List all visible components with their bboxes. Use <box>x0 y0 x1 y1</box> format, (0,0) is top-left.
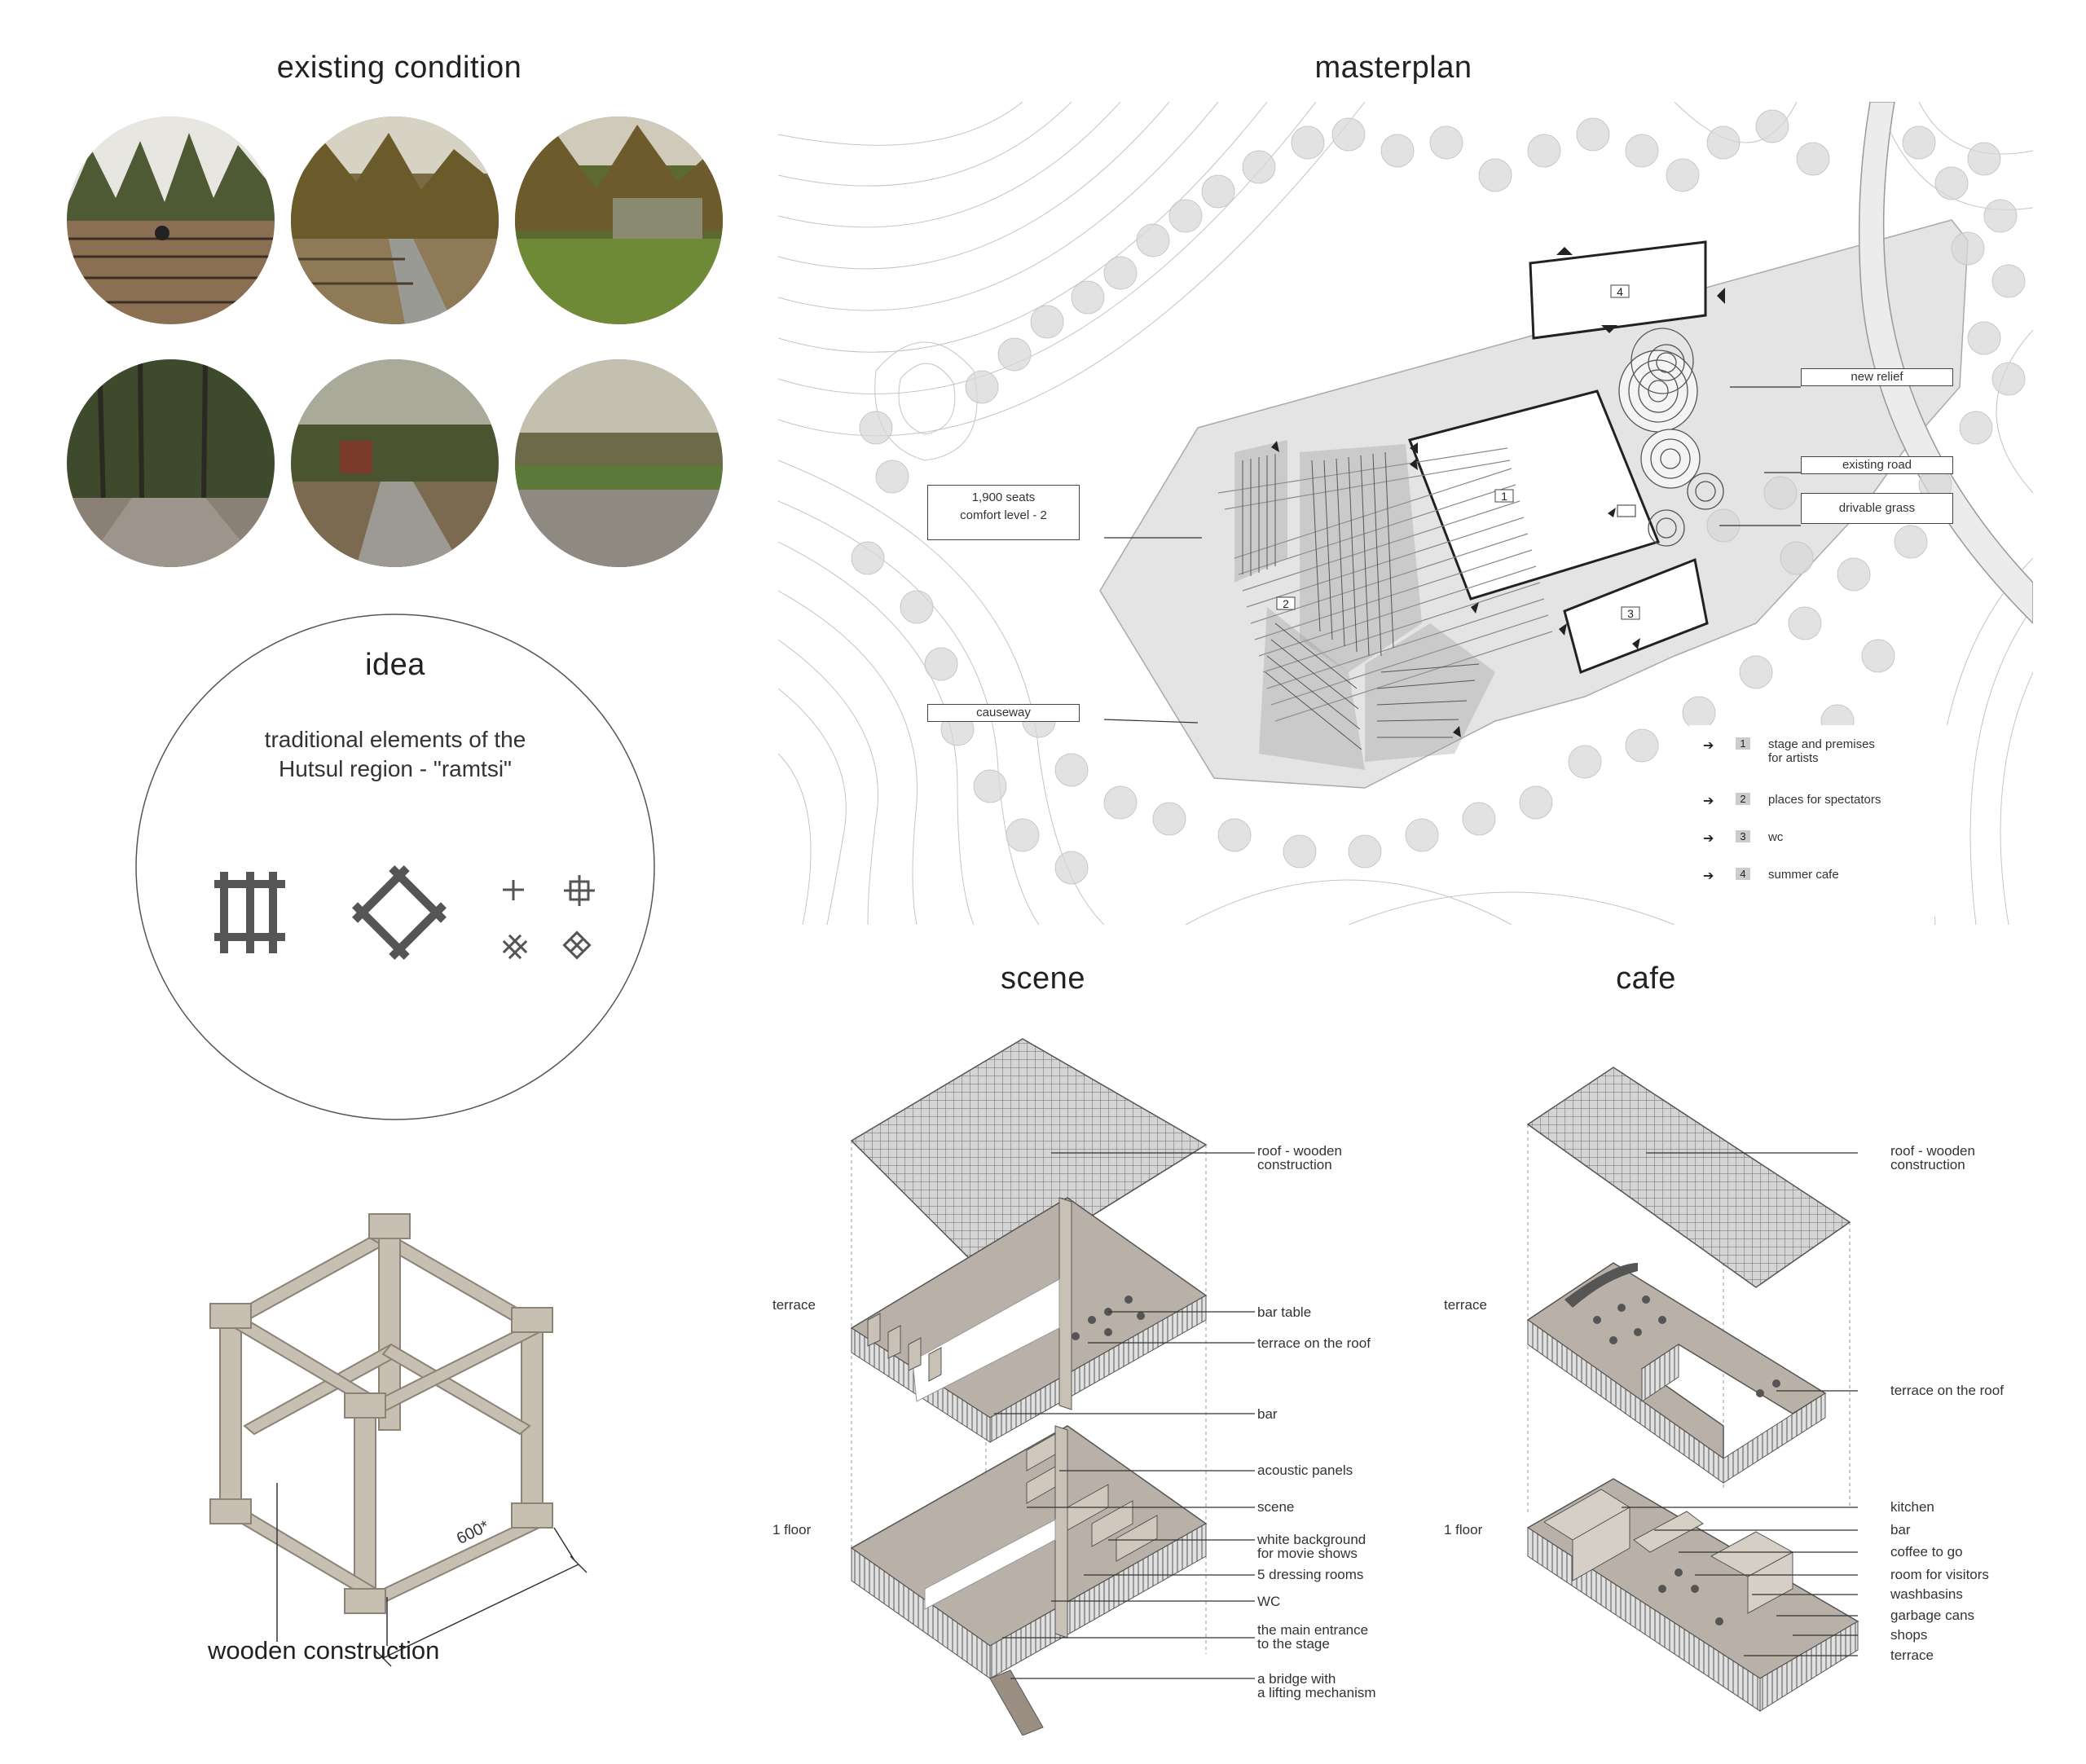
ramtsi-small-icons <box>502 875 595 960</box>
scene-terrace-level: terrace <box>772 1297 816 1313</box>
wooden-construction-label: wooden construction <box>208 1636 440 1665</box>
legend-item-4: ➔ 4 summer cafe <box>1703 868 1964 905</box>
cafe-garbage-callout: garbage cans <box>1890 1608 1975 1623</box>
seats-label: 1,900 seats comfort level - 2 <box>927 485 1080 540</box>
scene-acoustic-callout: acoustic panels <box>1257 1463 1353 1478</box>
wooden-construction-drawing: .wb{fill:#c8bfb3;stroke:#8c8276;stroke-w… <box>209 1213 588 1667</box>
existing-condition-title: existing condition <box>276 51 522 85</box>
seating-rows <box>1234 440 1495 770</box>
existing-road-label: existing road <box>1801 456 1953 474</box>
cafe-washbasins-callout: washbasins <box>1890 1586 1963 1602</box>
zone-1-stage <box>1407 389 1661 600</box>
scene-bar-callout: bar <box>1257 1406 1278 1422</box>
cafe-room-callout: room for visitors <box>1890 1567 1989 1582</box>
idea-circle <box>135 614 655 1120</box>
arrow-right-icon: ➔ <box>1703 794 1714 808</box>
idea-title: idea <box>365 648 425 682</box>
legend-text-2: places for spectators <box>1768 793 1881 807</box>
photo-4 <box>67 359 275 567</box>
zone-1-label: 1 <box>1501 490 1507 503</box>
entrance-arrows <box>1271 247 1725 737</box>
cafe-terrace-callout: terrace <box>1890 1647 1934 1663</box>
scene-roof-callout: roof - wooden construction <box>1257 1143 1342 1172</box>
scene-wc-callout: WC <box>1257 1594 1281 1609</box>
idea-line-1: traditional elements of the <box>264 727 526 752</box>
idea-description: traditional elements of the Hutsul regio… <box>200 725 591 784</box>
scene-dressing-callout: 5 dressing rooms <box>1257 1567 1364 1582</box>
zone-2-seating <box>1217 447 1553 722</box>
legend-item-1: ➔ 1 stage and premises for artists <box>1703 737 1964 793</box>
arrow-right-icon: ➔ <box>1703 739 1714 753</box>
legend-text-4: summer cafe <box>1768 868 1839 882</box>
legend-num-4: 4 <box>1736 868 1750 880</box>
seat-grid <box>1242 451 1480 750</box>
cafe-axonometric <box>1526 1067 1859 1712</box>
ramtsi-symbols <box>214 865 595 960</box>
new-relief <box>1618 328 1724 547</box>
legend-num-1: 1 <box>1736 737 1750 750</box>
scene-terrace-roof-callout: terrace on the roof <box>1257 1335 1371 1351</box>
scene-white-bg-callout: white background for movie shows <box>1257 1532 1366 1561</box>
new-relief-label: new relief <box>1801 368 1953 386</box>
cafe-terrace-level: terrace <box>1444 1297 1487 1313</box>
cafe-terrace-roof-callout: terrace on the roof <box>1890 1383 2004 1398</box>
legend-num-3: 3 <box>1736 830 1750 842</box>
legend-text-1: stage and premises for artists <box>1768 737 1875 765</box>
zone-3-label: 3 <box>1627 607 1634 620</box>
cafe-bar-callout: bar <box>1890 1522 1911 1537</box>
trees <box>851 109 2026 885</box>
scene-entrance-callout: the main entrance to the stage <box>1257 1622 1369 1652</box>
ramtsi-diamond-icon <box>352 865 447 960</box>
cafe-shops-callout: shops <box>1890 1627 1928 1643</box>
scene-title: scene <box>1001 961 1085 996</box>
scene-axonometric <box>850 1038 1255 1735</box>
cafe-roof-callout: roof - wooden construction <box>1890 1143 1975 1172</box>
cafe-title: cafe <box>1616 961 1676 996</box>
legend-box <box>1689 725 1950 917</box>
photo-1 <box>67 117 275 324</box>
photo-2 <box>291 117 499 324</box>
scene-bar-table-callout: bar table <box>1257 1304 1312 1320</box>
legend-item-2: ➔ 2 places for spectators <box>1703 793 1964 830</box>
legend-num-2: 2 <box>1736 793 1750 805</box>
photo-5 <box>291 359 499 567</box>
photo-3 <box>515 117 723 324</box>
drivable-grass-label: drivable grass <box>1801 493 1953 524</box>
photo-6 <box>515 359 723 567</box>
masterplan-title: masterplan <box>1314 51 1472 85</box>
cafe-floor-level: 1 floor <box>1444 1522 1483 1537</box>
cafe-kitchen-callout: kitchen <box>1890 1499 1934 1515</box>
leader-lines <box>1103 386 1801 724</box>
legend-item-3: ➔ 3 wc <box>1703 830 1964 868</box>
arrow-right-icon: ➔ <box>1703 832 1714 846</box>
idea-line-2: Hutsul region - "ramtsi" <box>279 756 512 781</box>
ramtsi-grid-icon <box>214 872 285 953</box>
zone-2-label: 2 <box>1283 597 1289 610</box>
legend-text-3: wc <box>1768 830 1784 844</box>
scene-bridge-callout: a bridge with a lifting mechanism <box>1257 1671 1376 1700</box>
masterplan-drawing <box>778 102 2033 925</box>
cafe-coffee-callout: coffee to go <box>1890 1544 1963 1559</box>
masterplan-legend: ➔ 1 stage and premises for artists ➔ 2 p… <box>1703 737 1964 905</box>
scene-scene-callout: scene <box>1257 1499 1295 1515</box>
zone-4-label: 4 <box>1617 285 1623 298</box>
scene-floor-level: 1 floor <box>772 1522 812 1537</box>
zone-numbers <box>1276 284 1640 620</box>
arrow-right-icon: ➔ <box>1703 869 1714 883</box>
causeway-label: causeway <box>927 704 1080 722</box>
